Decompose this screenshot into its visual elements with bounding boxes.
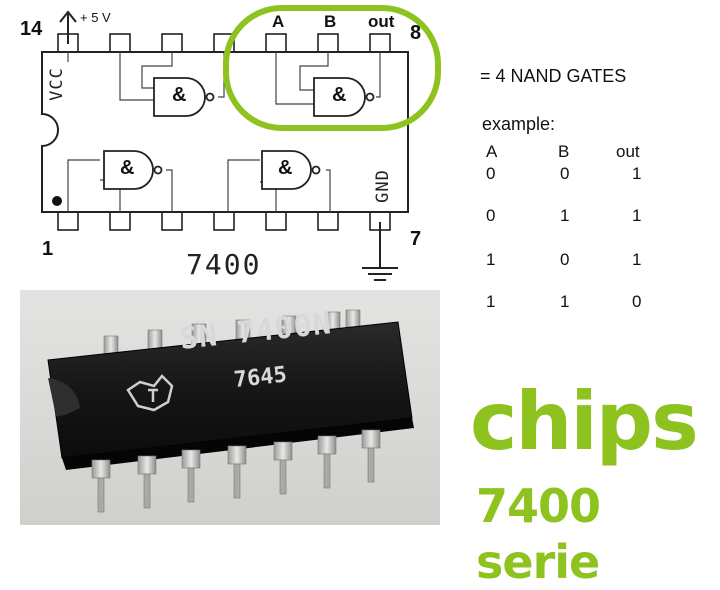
vcc-label: VCC bbox=[46, 67, 67, 101]
top-pins bbox=[57, 33, 391, 53]
gate-symbol-4: & bbox=[278, 157, 293, 179]
pin-6 bbox=[317, 211, 339, 231]
pin-3 bbox=[161, 211, 183, 231]
pin-9 bbox=[317, 33, 339, 53]
pin-10 bbox=[265, 33, 287, 53]
pin-number-14: 14 bbox=[20, 18, 43, 40]
highlight-oval bbox=[223, 5, 441, 131]
truth-cell: 1 bbox=[632, 206, 642, 225]
truth-cell: 0 bbox=[560, 250, 570, 269]
pin-8 bbox=[369, 33, 391, 53]
truth-header-b: B bbox=[558, 142, 570, 161]
truth-cell: 0 bbox=[560, 164, 570, 183]
nand-gate-2 bbox=[313, 77, 366, 117]
input-a-label: A bbox=[272, 12, 285, 31]
title-serie: 7400 serie bbox=[476, 479, 601, 589]
truth-cell: 1 bbox=[486, 250, 496, 269]
truth-header-a: A bbox=[486, 142, 498, 161]
truth-cell: 0 bbox=[486, 164, 496, 183]
supply-label: + 5 V bbox=[80, 10, 111, 25]
pin-2 bbox=[109, 211, 131, 231]
ground-symbol bbox=[362, 222, 398, 281]
truth-cell: 1 bbox=[560, 292, 570, 311]
truth-cell: 0 bbox=[632, 292, 642, 311]
pin-4 bbox=[213, 211, 235, 231]
pin-5 bbox=[265, 211, 287, 231]
pin-number-8: 8 bbox=[410, 22, 422, 44]
nand-gate-4 bbox=[261, 150, 312, 190]
truth-header-out: out bbox=[616, 142, 640, 161]
example-label: example: bbox=[482, 114, 556, 134]
nand-gates bbox=[103, 77, 375, 190]
pin-13 bbox=[109, 33, 131, 53]
ic-schematic bbox=[41, 5, 441, 281]
summary-text: = 4 NAND GATES bbox=[480, 66, 627, 86]
title-chips: chips bbox=[470, 375, 699, 468]
gate-symbol-1: & bbox=[172, 84, 187, 106]
back-leads bbox=[103, 309, 361, 357]
truth-cell: 0 bbox=[486, 206, 496, 225]
pin-number-1: 1 bbox=[42, 238, 54, 260]
truth-cell: 1 bbox=[486, 292, 496, 311]
bottom-pins bbox=[57, 211, 391, 231]
input-b-label: B bbox=[324, 12, 337, 31]
front-leads bbox=[91, 429, 381, 479]
truth-cell: 1 bbox=[632, 164, 642, 183]
gnd-label: GND bbox=[372, 169, 393, 203]
output-label: out bbox=[368, 12, 395, 31]
front-lead-legs bbox=[97, 447, 375, 513]
pin-number-7: 7 bbox=[410, 228, 422, 250]
gate-symbol-3: & bbox=[120, 157, 135, 179]
chip-photo: SN 7400N 7645 bbox=[20, 290, 440, 525]
pin-1 bbox=[57, 211, 79, 231]
truth-cell: 1 bbox=[632, 250, 642, 269]
nand-gate-1 bbox=[153, 77, 206, 117]
pin1-marker bbox=[52, 196, 62, 206]
supply-arrow bbox=[59, 10, 77, 44]
nand-gate-3 bbox=[103, 150, 154, 190]
pin-12 bbox=[161, 33, 183, 53]
gate-symbol-2: & bbox=[332, 84, 347, 106]
chip-illustration bbox=[47, 309, 414, 513]
internal-wiring bbox=[67, 52, 381, 212]
truth-cell: 1 bbox=[560, 206, 570, 225]
ti-logo-icon bbox=[126, 374, 174, 412]
part-number: 7400 bbox=[186, 248, 262, 281]
